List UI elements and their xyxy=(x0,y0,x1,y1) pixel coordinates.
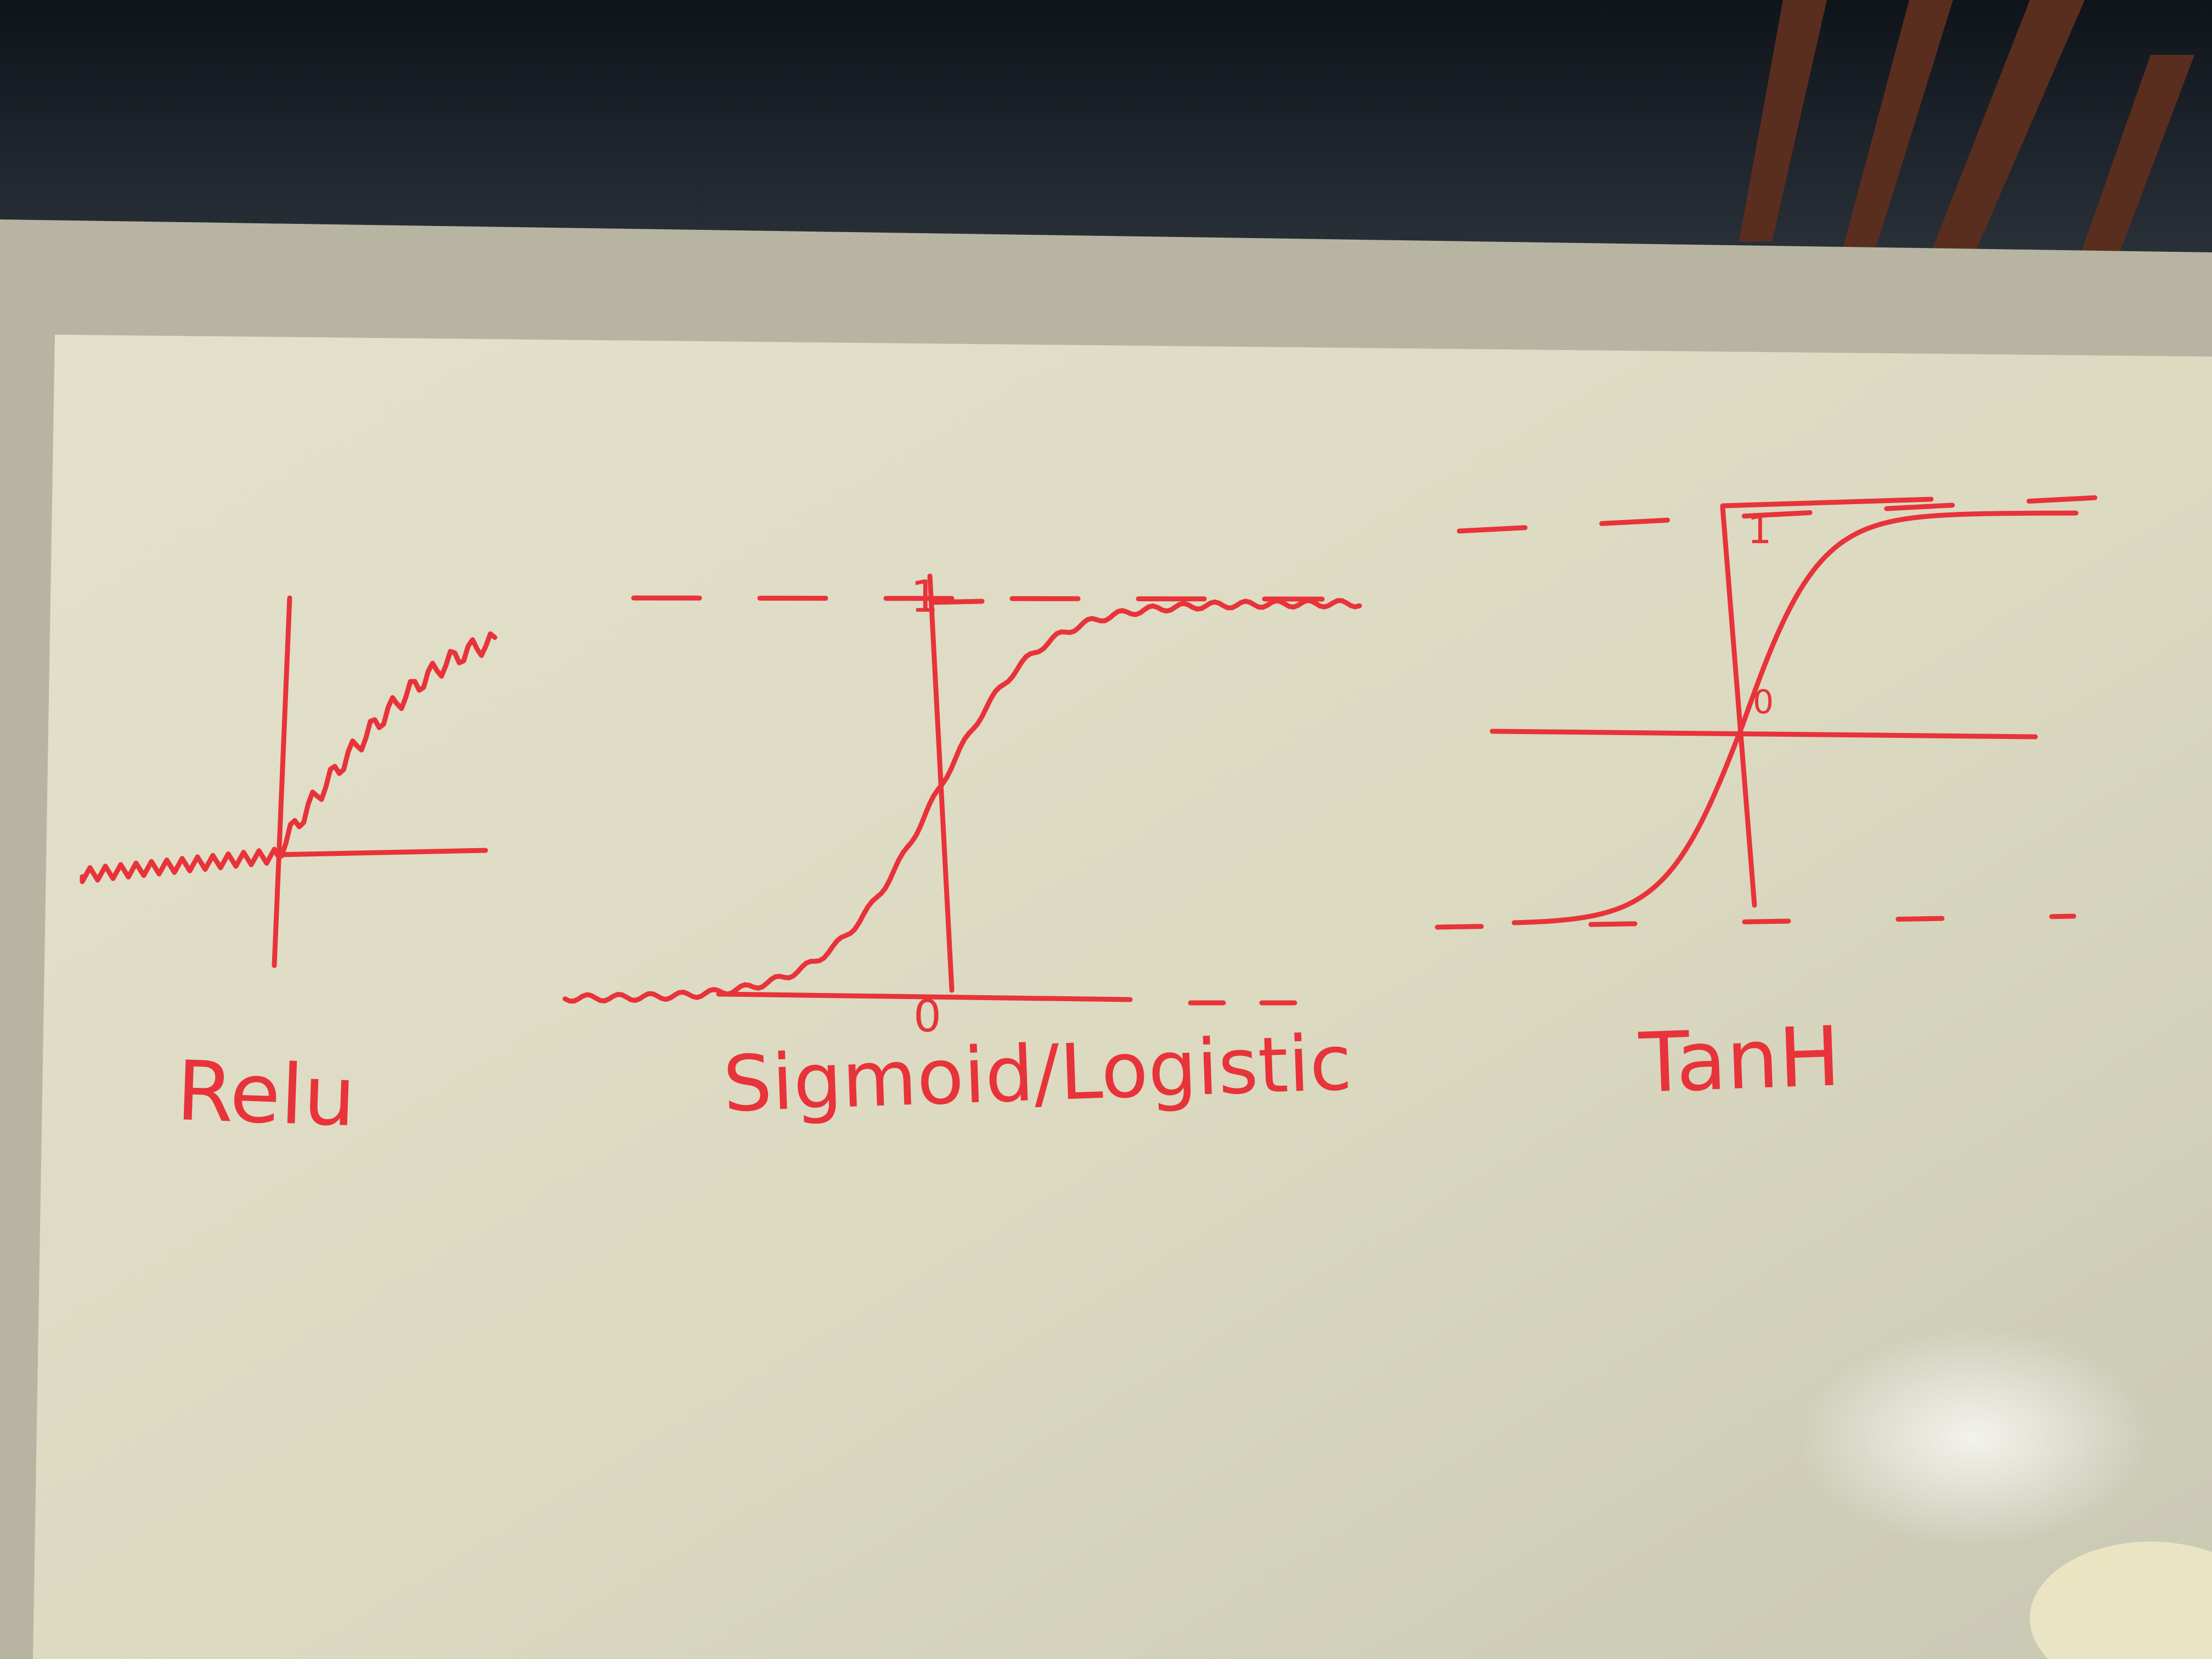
tanh-lower-asymptote xyxy=(1435,913,2076,930)
sigmoid-label: Sigmoid/Logistic xyxy=(721,1018,1353,1130)
tanh-upper-asymptote xyxy=(1457,494,2120,534)
relu-label: Relu xyxy=(175,1043,357,1145)
tanh-label: TanH xyxy=(1637,1009,1842,1111)
tanh-top-line xyxy=(1720,496,1934,509)
relu-flat-curve xyxy=(80,847,277,884)
tanh-x-axis xyxy=(1489,729,2038,740)
sigmoid-tick-top: 1 xyxy=(911,571,939,622)
sigmoid-x-axis xyxy=(716,991,1133,1002)
relu-x-axis xyxy=(274,848,488,857)
sigmoid-top-tick xyxy=(930,599,985,605)
tanh-tick-top: 1 xyxy=(1747,507,1772,552)
chair-legs xyxy=(1739,0,2194,258)
relu-y-axis xyxy=(272,595,292,968)
sigmoid-tick-origin: 0 xyxy=(913,991,941,1042)
tanh-tick-origin: 0 xyxy=(1753,683,1774,721)
relu-drawing xyxy=(80,595,498,968)
light-glare xyxy=(1799,1328,2151,1547)
tanh-curve xyxy=(1511,510,2079,926)
whiteboard-surface xyxy=(33,335,2212,1659)
relu-rising-curve xyxy=(274,631,498,859)
tanh-y-axis xyxy=(1720,505,1757,908)
sigmoid-drawing xyxy=(562,573,1362,1006)
tanh-drawing xyxy=(1435,494,2120,930)
background xyxy=(0,0,2212,252)
sigmoid-curve xyxy=(562,598,1362,1004)
light-glare-bottom xyxy=(2030,1542,2212,1659)
